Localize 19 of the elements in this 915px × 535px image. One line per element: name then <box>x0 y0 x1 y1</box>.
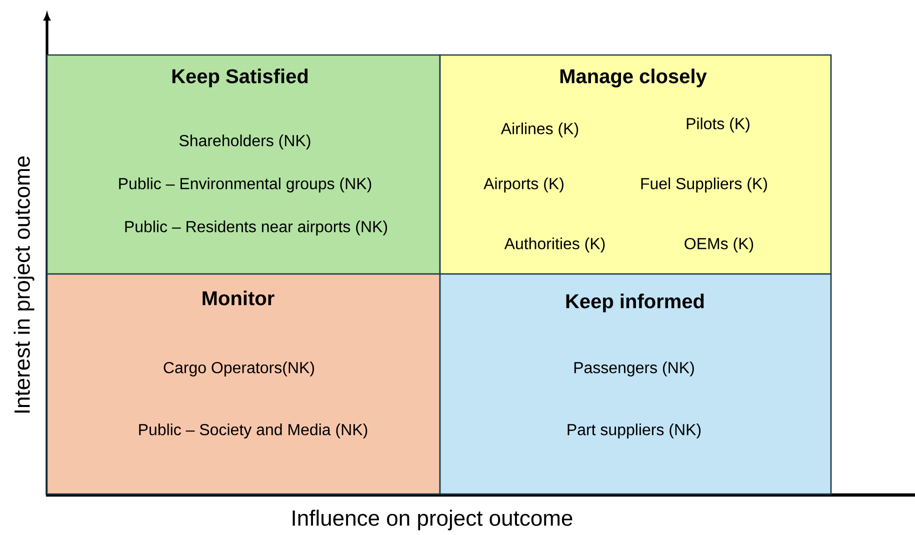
quadrant-heading: Monitor <box>202 290 274 306</box>
axis-label: Interest in project outcome <box>14 156 34 413</box>
stakeholder-label: Part suppliers (NK) <box>568 424 701 438</box>
quadrant-heading: Keep Satisfied <box>172 68 308 88</box>
stakeholder-label: Airlines (K) <box>500 122 578 138</box>
stakeholder-label: Pilots (K) <box>686 118 750 132</box>
quadrant-heading: Keep informed <box>566 294 704 312</box>
stakeholder-label: Passengers (NK) <box>574 362 694 376</box>
stakeholder-label: OEMs (K) <box>684 238 754 252</box>
stakeholder-label: Fuel Suppliers (K) <box>641 178 767 192</box>
stakeholder-label: Cargo Operators(NK) <box>164 362 314 376</box>
stakeholder-label: Shareholders (NK) <box>180 134 310 150</box>
stakeholder-label: Public – Environmental groups (NK) <box>119 178 372 192</box>
stakeholder-label: Public – Society and Media (NK) <box>139 424 368 438</box>
stakeholder-label: Airports (K) <box>484 178 564 192</box>
axis-label: Influence on project outcome <box>292 510 572 530</box>
stakeholder-label: Authorities (K) <box>504 238 605 252</box>
quadrant-heading: Manage closely <box>560 68 707 88</box>
stakeholder-label: Public – Residents near airports (NK) <box>125 220 387 236</box>
